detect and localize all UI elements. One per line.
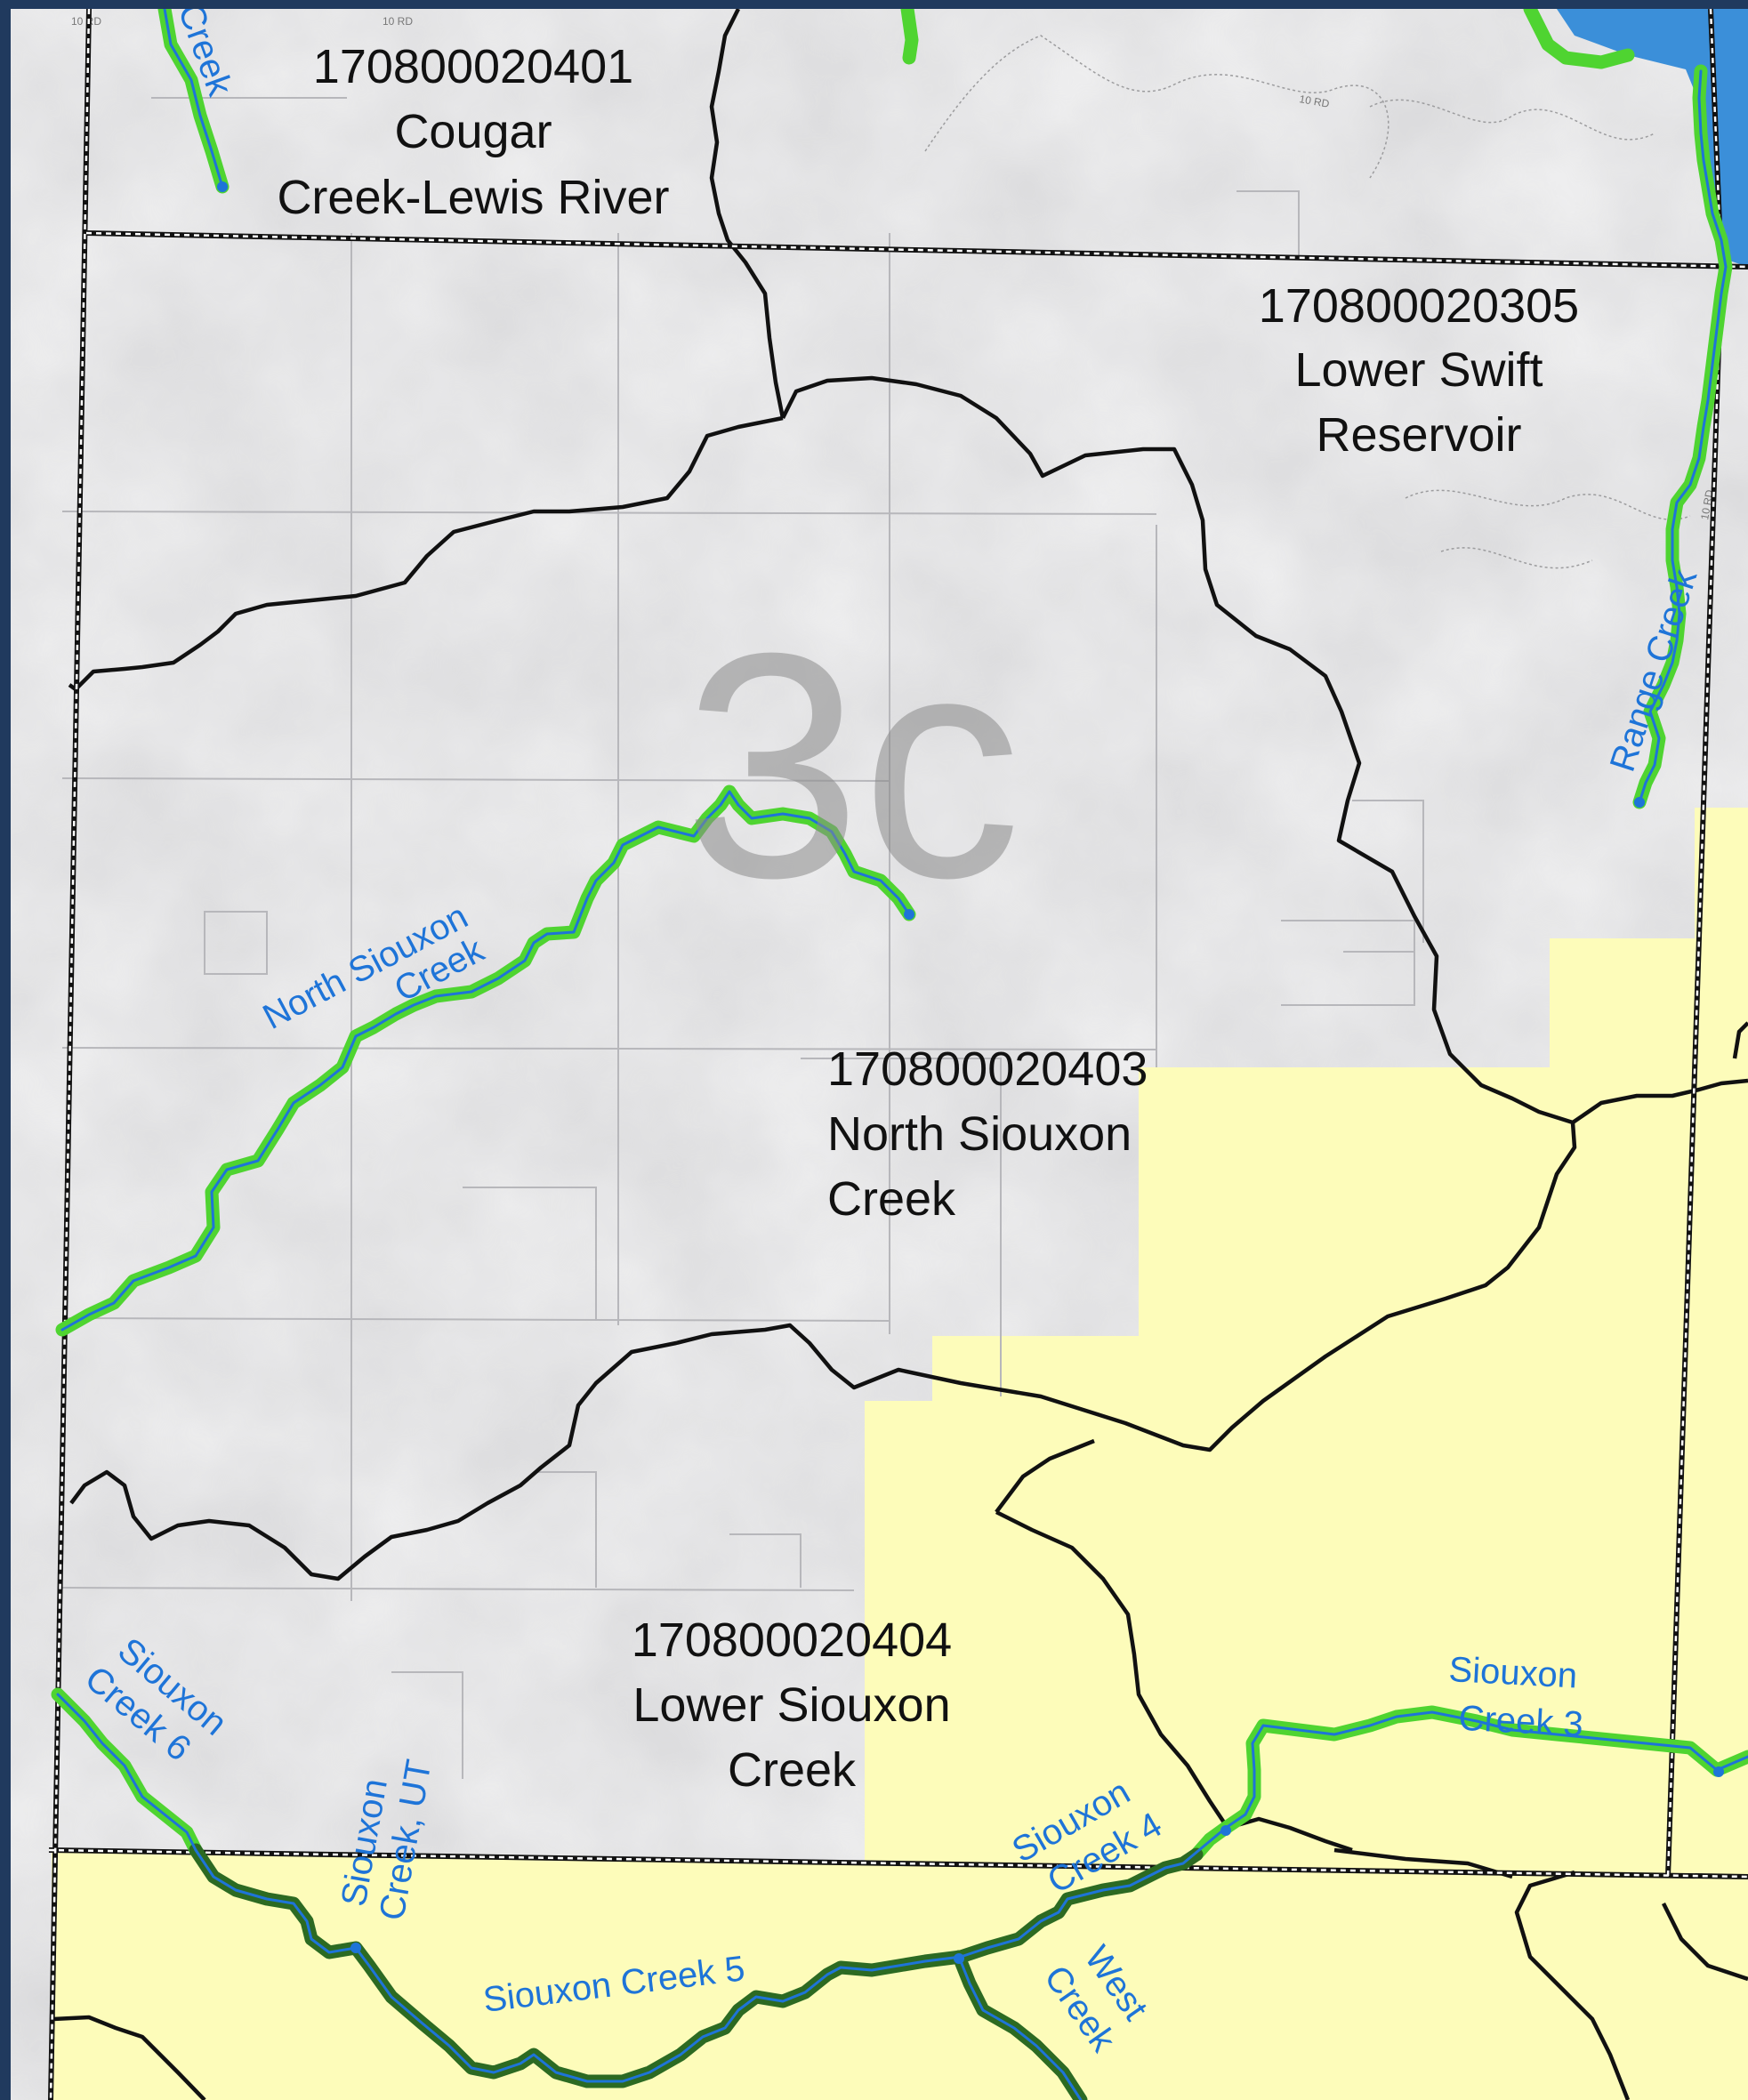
huc-name-line: North Siouxon [827, 1107, 1132, 1161]
huc-name-line: Lower Swift [1294, 343, 1543, 397]
huc-name-line: Reservoir [1316, 408, 1521, 462]
stream-label-siouxon-3: Siouxon Creek 3 [1448, 1650, 1584, 1744]
huc-id: 170800020305 [1259, 279, 1579, 333]
watershed-boundaries [52, 9, 1748, 2100]
huc-name-line: Creek [827, 1172, 956, 1226]
stream-node [217, 181, 228, 192]
private-land-lower [52, 1850, 1748, 2100]
huc-305-label: 170800020305 Lower Swift Reservoir [1259, 279, 1579, 462]
stream-top-right-bank[interactable] [1523, 9, 1635, 69]
stream-node [904, 909, 914, 920]
huc-401-label: 170800020401 Cougar Creek-Lewis River [277, 40, 669, 224]
road-label-4: 10 RD [383, 15, 413, 28]
streams [51, 9, 1748, 2100]
section-grid [61, 97, 1424, 1779]
huc-id: 170800020404 [632, 1613, 952, 1667]
road-label-1: 10 RD [1298, 93, 1330, 110]
huc-name-line: Creek-Lewis River [277, 171, 669, 224]
huc-404-label: 170800020404 Lower Siouxon Creek [632, 1613, 952, 1797]
stream-node [1220, 1825, 1231, 1836]
huc-dashed-boundaries [48, 9, 1748, 2100]
roads [924, 35, 1691, 569]
stream-node [1634, 797, 1645, 808]
stream-node [350, 1943, 361, 1953]
huc-name-line: Creek [728, 1743, 857, 1797]
private-land-east [865, 808, 1748, 1877]
huc-id: 170800020403 [827, 1042, 1148, 1096]
huc-id: 170800020401 [313, 40, 633, 93]
huc-name-line: Cougar [394, 105, 552, 158]
stream-node [954, 1953, 964, 1964]
stream-top-left-outlet[interactable] [900, 9, 919, 65]
huc-403-label: 170800020403 North Siouxon Creek [827, 1042, 1148, 1226]
huc-name-line: Lower Siouxon [632, 1678, 950, 1732]
label-line: Creek 3 [1458, 1699, 1584, 1744]
zone-label: 3c [683, 587, 1021, 945]
label-line: Siouxon [1448, 1650, 1579, 1696]
stream-node [1713, 1766, 1724, 1777]
